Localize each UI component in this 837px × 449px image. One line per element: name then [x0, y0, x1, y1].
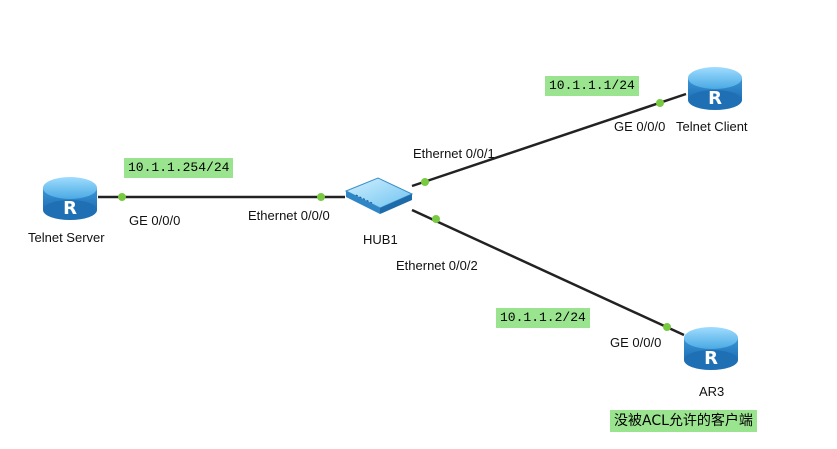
device-label-telnet-server: Telnet Server — [28, 230, 105, 245]
device-label-ar3: AR3 — [699, 384, 725, 399]
port-dot-hub-eth2[interactable] — [432, 215, 440, 223]
port-dot-hub-eth0[interactable] — [317, 193, 325, 201]
link-hub-ar3 — [411, 208, 685, 337]
device-label-hub1: HUB1 — [363, 232, 398, 247]
ip-label-client: 10.1.1.1/24 — [545, 76, 639, 96]
svg-text:R: R — [708, 88, 722, 109]
link-hub-client — [411, 92, 687, 188]
device-label-telnet-client: Telnet Client — [676, 119, 748, 134]
svg-text:R: R — [63, 198, 77, 219]
port-label-hub-eth1: Ethernet 0/0/1 — [413, 146, 495, 161]
router-icon[interactable]: R — [688, 67, 742, 110]
note-ar3: 没被ACL允许的客户端 — [610, 410, 757, 432]
router-icon[interactable]: R — [43, 177, 97, 220]
port-label-ar3-ge: GE 0/0/0 — [610, 335, 662, 350]
ip-label-server: 10.1.1.254/24 — [124, 158, 234, 178]
port-dot-ar3[interactable] — [663, 323, 671, 331]
port-label-server-ge: GE 0/0/0 — [129, 213, 181, 228]
ip-label-ar3: 10.1.1.2/24 — [496, 308, 590, 328]
svg-text:R: R — [704, 348, 718, 369]
port-dot-client[interactable] — [656, 99, 664, 107]
router-icon[interactable]: R — [684, 327, 738, 370]
port-label-client-ge: GE 0/0/0 — [614, 119, 666, 134]
port-label-hub-eth0: Ethernet 0/0/0 — [248, 208, 330, 223]
port-dot-hub-eth1[interactable] — [421, 178, 429, 186]
port-dot-server[interactable] — [118, 193, 126, 201]
hub-icon[interactable] — [344, 177, 414, 214]
port-label-hub-eth2: Ethernet 0/0/2 — [396, 258, 478, 273]
